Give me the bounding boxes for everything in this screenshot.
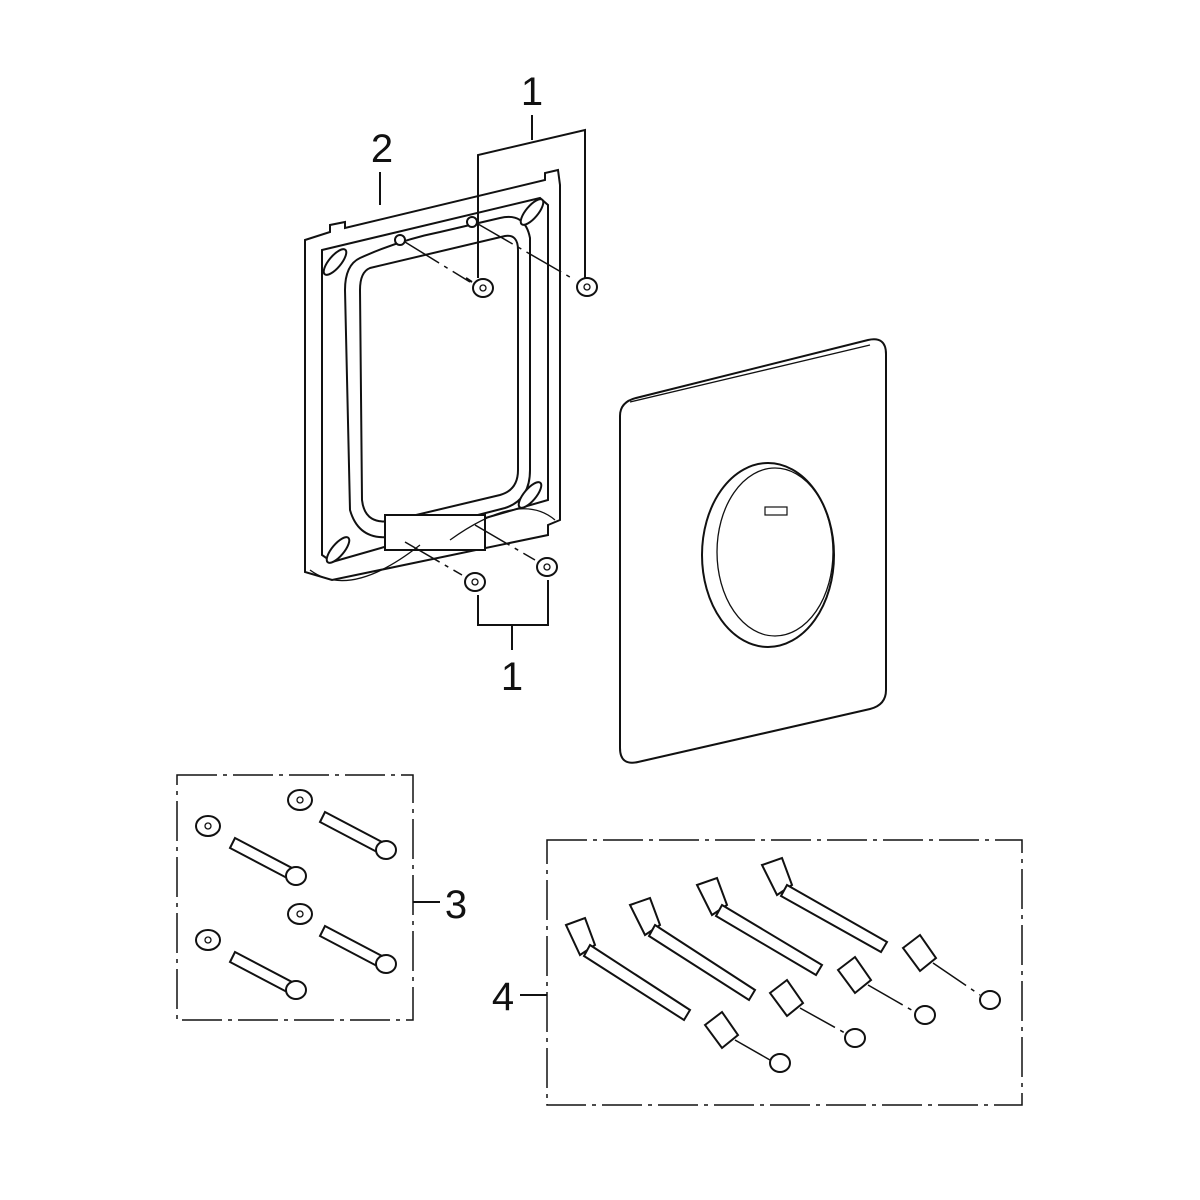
callout-3: 3: [445, 883, 467, 927]
callout-1-bottom: 1: [501, 655, 523, 699]
frame-screws: [404, 223, 598, 592]
anchor-assembly: [628, 896, 866, 1048]
screw: [404, 241, 494, 298]
cover-plate: [619, 338, 887, 764]
grohe-logo: [764, 506, 788, 516]
screw: [474, 524, 558, 577]
screw-with-washer: [287, 903, 397, 974]
anchor-assembly: [564, 916, 791, 1073]
screw: [404, 541, 486, 592]
screw: [477, 223, 598, 297]
screw-with-washer: [195, 815, 307, 886]
callout-2: 2: [371, 127, 393, 171]
callout-1-top: 1: [521, 70, 543, 114]
callout-4: 4: [492, 975, 514, 1019]
anchor-set: [546, 839, 1023, 1106]
wall-screw-set: [176, 774, 414, 1021]
screw-with-washer: [287, 789, 397, 860]
anchor-assembly: [695, 876, 936, 1025]
mounting-frame: [304, 168, 561, 582]
screw-with-washer: [195, 929, 307, 1000]
anchor-assembly: [760, 856, 1001, 1010]
callout-leaders: [379, 115, 586, 996]
